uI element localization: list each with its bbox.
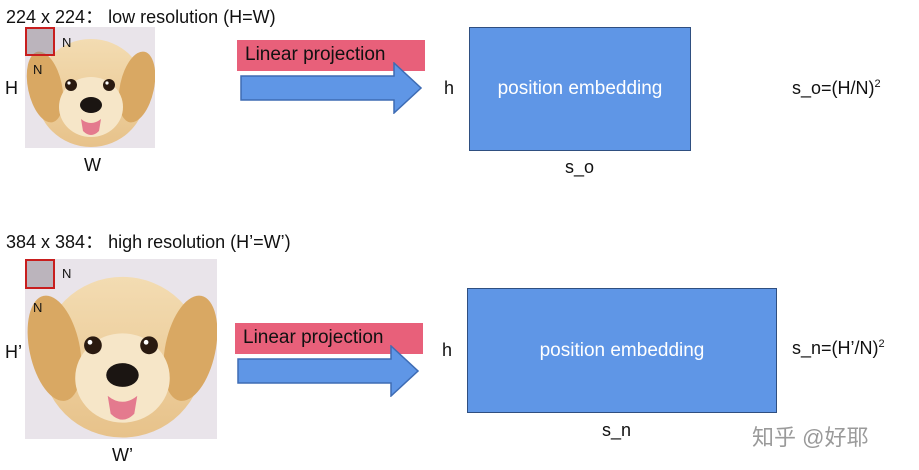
patch-label-right: N [62,266,72,281]
row1-bottom-label: W [84,155,101,175]
row1-side-label: H [5,78,18,98]
puppy-image-high-res [25,259,217,439]
position-embedding-box: position embedding [467,288,777,413]
row2-formula: s_n=(H’/N)2 [792,338,885,358]
patch-label-below: N [33,62,43,77]
position-embedding-box: position embedding [469,27,691,151]
right-arrow-icon [240,62,422,114]
row2-box-caption: s_n [602,420,632,440]
linear-projection-bar: Linear projection [237,40,425,71]
row1-h-label: h [444,78,455,98]
row1-formula: s_o=(H/N)2 [792,78,881,98]
patch-label-below: N [33,300,43,315]
puppy-image-low-res [25,27,155,148]
row2-bottom-label: W’ [112,445,133,465]
patch-label-right: N [62,35,72,50]
watermark: 知乎 @好耶 [752,425,869,450]
patch-highlight [25,259,55,289]
row2-h-label: h [442,340,453,360]
row1-title: 224 x 224： low resolution (H=W) [6,7,276,27]
patch-highlight [25,27,55,56]
row2-side-label: H’ [5,342,22,362]
right-arrow-icon [237,345,419,397]
row2-title: 384 x 384： high resolution (H’=W’) [6,232,291,252]
row1-box-caption: s_o [565,157,595,177]
